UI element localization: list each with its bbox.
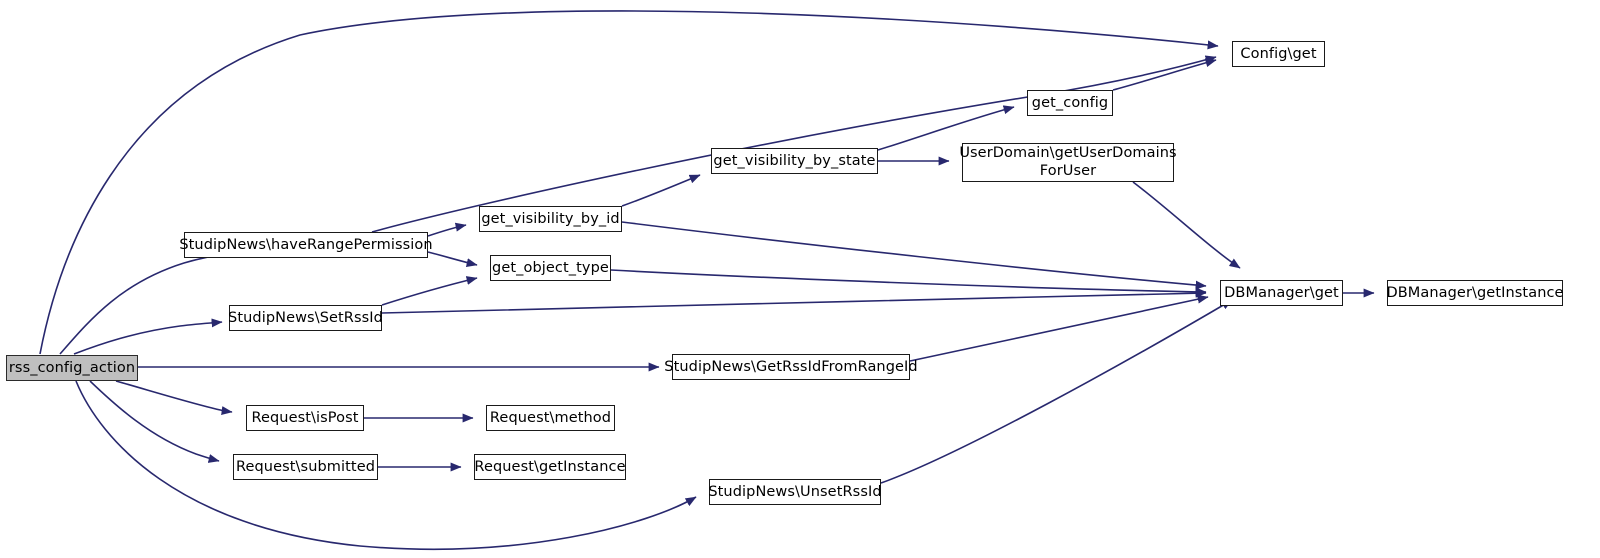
graph-node-visibilityById[interactable]: get_visibility_by_id: [479, 206, 622, 232]
graph-node-userDomains[interactable]: UserDomain\getUserDomains ForUser: [959, 143, 1177, 182]
edge-visibilityById-to-dbGet: [621, 221, 1207, 290]
graph-node-getInstanceReq[interactable]: Request\getInstance: [474, 454, 626, 480]
edge-rss_config_action-to-submitted: [89, 380, 220, 463]
graph-node-dbGetInstance[interactable]: DBManager\getInstance: [1386, 280, 1563, 306]
graph-node-rss_config_action[interactable]: rss_config_action: [6, 355, 138, 381]
graph-node-dbGet[interactable]: DBManager\get: [1220, 280, 1343, 306]
graph-node-method[interactable]: Request\method: [486, 405, 615, 431]
edge-setRssId-to-dbGet: [381, 288, 1207, 314]
graph-node-objectType[interactable]: get_object_type: [490, 255, 611, 281]
graph-node-visibilityByState[interactable]: get_visibility_by_state: [711, 148, 878, 174]
edge-haveRangePermission-to-configGet: [371, 55, 1217, 233]
edge-setRssId-to-objectType: [381, 276, 478, 306]
edge-visibilityById-to-visibilityByState: [621, 174, 701, 207]
graph-node-getConfig[interactable]: get_config: [1027, 90, 1113, 116]
edge-rss_config_action-to-isPost: [115, 380, 233, 415]
edge-rss_config_action-to-setRssId: [73, 318, 223, 355]
graph-node-haveRangePermission[interactable]: StudipNews\haveRangePermission: [179, 232, 433, 258]
graph-node-isPost[interactable]: Request\isPost: [246, 405, 364, 431]
graph-node-setRssId[interactable]: StudipNews\SetRssId: [228, 305, 383, 331]
edge-getRssIdFromRangeId-to-dbGet: [909, 294, 1209, 362]
edge-getConfig-to-configGet: [1112, 58, 1217, 91]
graph-node-configGet[interactable]: Config\get: [1232, 41, 1325, 67]
edge-rss_config_action-to-haveRangePermission: [59, 248, 244, 355]
graph-node-unsetRssId[interactable]: StudipNews\UnsetRssId: [708, 479, 882, 505]
graph-node-getRssIdFromRangeId[interactable]: StudipNews\GetRssIdFromRangeId: [664, 354, 918, 380]
graph-node-submitted[interactable]: Request\submitted: [233, 454, 378, 480]
edge-unsetRssId-to-dbGet: [880, 299, 1233, 484]
edge-userDomains-to-dbGet: [1132, 181, 1241, 269]
edge-objectType-to-dbGet: [610, 269, 1207, 297]
edge-haveRangePermission-to-objectType: [427, 251, 478, 267]
edge-rss_config_action-to-configGet: [39, 10, 1219, 355]
edge-rss_config_action-to-unsetRssId: [75, 380, 697, 550]
edge-visibilityByState-to-getConfig: [877, 105, 1015, 151]
edge-haveRangePermission-to-visibilityById: [427, 222, 467, 237]
